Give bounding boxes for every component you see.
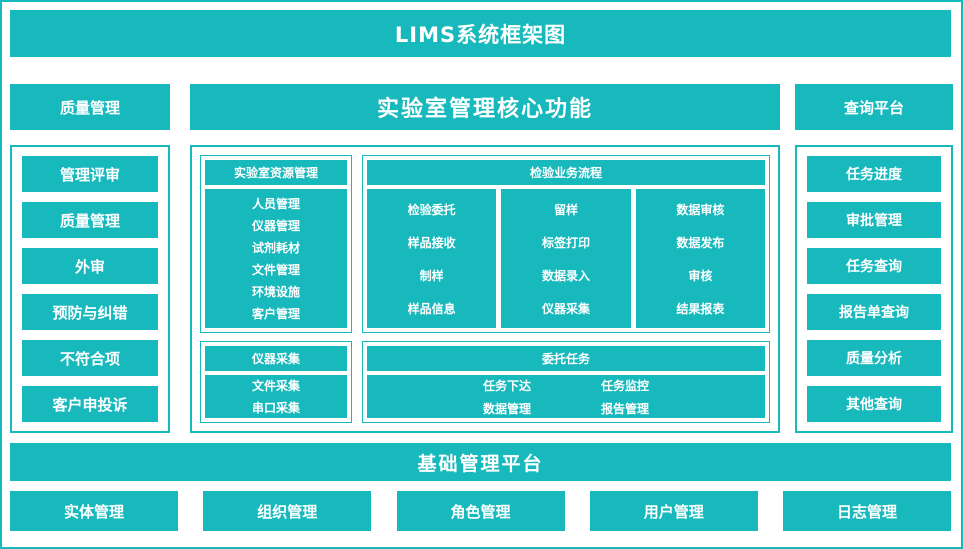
process-item: 检验委托 [407,202,456,217]
process-item: 留样 [553,202,578,217]
base-module-box: 角色管理 [396,491,565,531]
query-panel-item: 质量分析 [807,340,941,376]
resource-item: 文件管理 [251,263,300,277]
commission-group: 任务监控 报告管理 [601,377,649,417]
core-functions-panel: 实验室资源管理 人员管理 仪器管理 试剂耗材 文件管理 环境设施 客户管理 检验… [190,145,780,433]
commission-item: 任务监控 [601,378,650,393]
instrument-item: 文件采集 [251,379,300,393]
resource-item: 人员管理 [251,197,300,211]
commission-task-items: 任务下达 数据管理 任务监控 报告管理 [367,375,765,418]
instrument-collection-section: 仪器采集 文件采集 串口采集 [200,341,352,423]
commission-group: 任务下达 数据管理 [483,377,531,417]
base-module-row: 实体管理 组织管理 角色管理 用户管理 日志管理 [10,491,951,531]
process-column-1: 检验委托 样品接收 制样 样品信息 [367,189,497,328]
core-top-row: 实验室资源管理 人员管理 仪器管理 试剂耗材 文件管理 环境设施 客户管理 检验… [200,155,770,333]
commission-item: 报告管理 [601,401,650,416]
base-platform-bar: 基础管理平台 [10,443,951,481]
resource-item: 环境设施 [251,285,300,299]
process-item: 制样 [419,268,444,283]
quality-panel-item: 管理评审 [22,156,158,192]
process-column-3: 数据审核 数据发布 审核 结果报表 [635,189,765,328]
process-item: 数据录入 [541,268,590,283]
quality-panel-item: 客户申投诉 [22,386,158,422]
process-item: 样品信息 [407,301,456,316]
query-platform-panel: 任务进度 审批管理 任务查询 报告单查询 质量分析 其他查询 [795,145,953,433]
query-panel-item: 任务查询 [807,248,941,284]
process-column-2: 留样 标签打印 数据录入 仪器采集 [501,189,631,328]
query-platform-header-box: 查询平台 [795,84,953,130]
quality-panel-item: 预防与纠错 [22,294,158,330]
inspection-process-header: 检验业务流程 [367,160,765,185]
diagram-title: LIMS系统框架图 [10,10,951,57]
query-panel-item: 报告单查询 [807,294,941,330]
lab-resource-management-items: 人员管理 仪器管理 试剂耗材 文件管理 环境设施 客户管理 [205,189,347,328]
lab-resource-management-header: 实验室资源管理 [205,160,347,185]
process-item: 数据审核 [676,202,725,217]
quality-panel-item: 外审 [22,248,158,284]
quality-panel-item: 不符合项 [22,340,158,376]
query-panel-item: 审批管理 [807,202,941,238]
resource-item: 仪器管理 [251,219,300,233]
base-module-box: 用户管理 [589,491,758,531]
instrument-collection-header: 仪器采集 [205,346,347,371]
process-item: 样品接收 [407,235,456,250]
instrument-collection-items: 文件采集 串口采集 [205,375,347,418]
process-item: 审核 [688,268,713,283]
process-item: 数据发布 [676,235,725,250]
base-module-box: 组织管理 [203,491,372,531]
resource-item: 试剂耗材 [251,241,300,255]
quality-management-header-box: 质量管理 [10,84,170,130]
core-functions-header: 实验室管理核心功能 [190,84,780,130]
quality-panel-item: 质量管理 [22,202,158,238]
inspection-process-section: 检验业务流程 检验委托 样品接收 制样 样品信息 留样 标签打印 数据录入 仪器… [362,155,770,333]
query-panel-item: 其他查询 [807,386,941,422]
process-item: 仪器采集 [541,301,590,316]
base-module-box: 实体管理 [10,491,178,531]
commission-item: 任务下达 [482,378,531,393]
process-item: 标签打印 [541,235,590,250]
process-item: 结果报表 [676,301,725,316]
core-bottom-row: 仪器采集 文件采集 串口采集 委托任务 任务下达 数据管理 任务监控 报告管理 [200,341,770,423]
inspection-process-columns: 检验委托 样品接收 制样 样品信息 留样 标签打印 数据录入 仪器采集 数据审核… [367,189,765,328]
commission-item: 数据管理 [482,401,531,416]
lab-resource-management-section: 实验室资源管理 人员管理 仪器管理 试剂耗材 文件管理 环境设施 客户管理 [200,155,352,333]
commission-task-header: 委托任务 [367,346,765,371]
commission-task-section: 委托任务 任务下达 数据管理 任务监控 报告管理 [362,341,770,423]
base-module-box: 日志管理 [783,491,951,531]
instrument-item: 串口采集 [251,401,300,415]
quality-management-panel: 管理评审 质量管理 外审 预防与纠错 不符合项 客户申投诉 [10,145,170,433]
resource-item: 客户管理 [251,307,300,321]
query-panel-item: 任务进度 [807,156,941,192]
